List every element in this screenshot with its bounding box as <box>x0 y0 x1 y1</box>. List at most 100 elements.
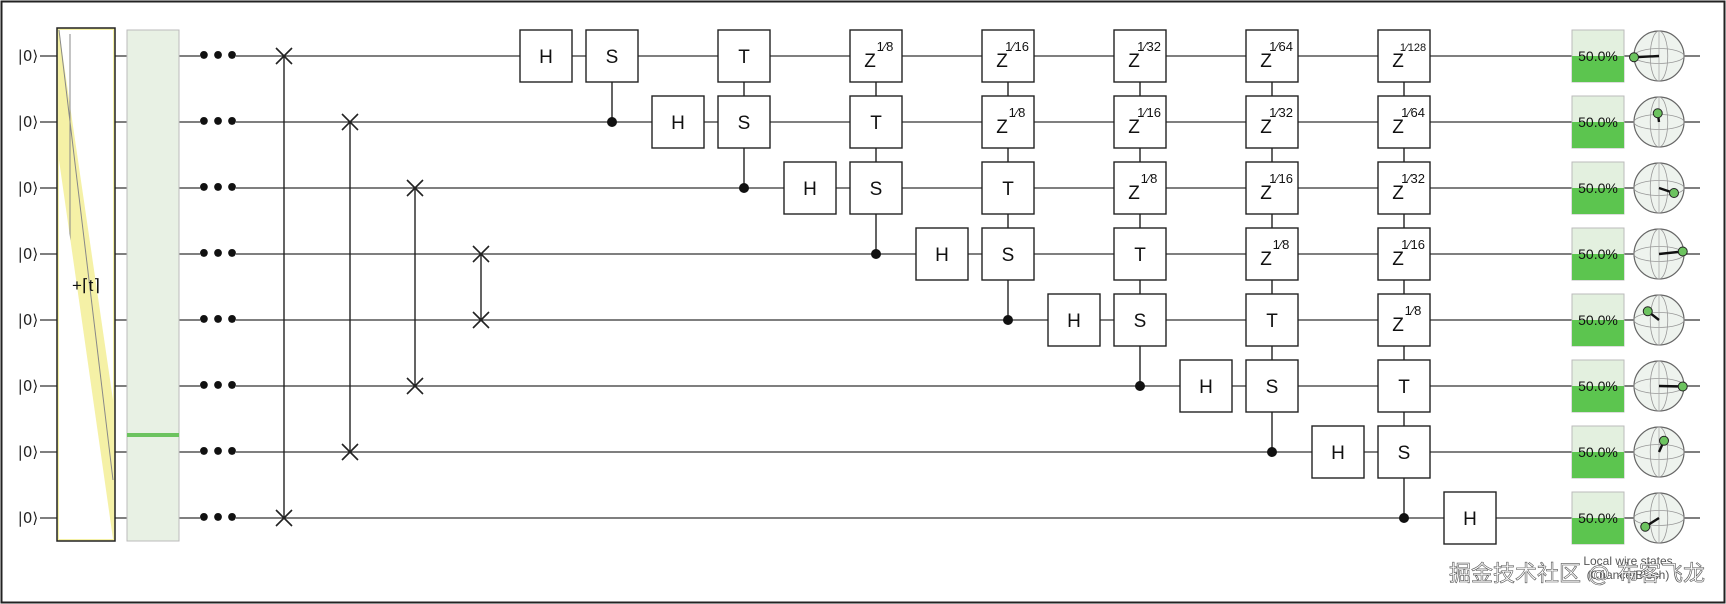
gate-s[interactable]: S <box>717 95 771 149</box>
bloch-sphere[interactable] <box>1633 162 1685 214</box>
gate-t[interactable]: T <box>1113 227 1167 281</box>
gate-box[interactable] <box>1377 227 1431 281</box>
swap-x-icon[interactable] <box>275 47 293 65</box>
gate-z[interactable]: Z1⁄32 <box>1377 161 1431 215</box>
swap-x-icon[interactable] <box>341 113 359 131</box>
swap-x-icon[interactable] <box>275 509 293 527</box>
gate-box[interactable] <box>1377 425 1431 479</box>
gate-box[interactable] <box>651 95 705 149</box>
gate-box[interactable] <box>1113 161 1167 215</box>
gate-s[interactable]: S <box>585 29 639 83</box>
gate-box[interactable] <box>717 95 771 149</box>
gate-h[interactable]: H <box>651 95 705 149</box>
qubit-initial-state[interactable]: |0⟩ <box>18 509 38 527</box>
gate-box[interactable] <box>1245 293 1299 347</box>
gate-box[interactable] <box>1377 95 1431 149</box>
gate-z[interactable]: Z1⁄8 <box>981 95 1035 149</box>
bloch-sphere[interactable] <box>1629 30 1685 82</box>
gate-box[interactable] <box>1443 491 1497 545</box>
swap-gate[interactable] <box>472 245 490 329</box>
probability-display[interactable]: 50.0% <box>1571 425 1625 479</box>
probability-display[interactable]: 50.0% <box>1571 29 1625 83</box>
probability-display[interactable]: 50.0% <box>1571 161 1625 215</box>
bloch-sphere[interactable] <box>1633 96 1685 148</box>
gate-box[interactable] <box>981 227 1035 281</box>
gate-box[interactable] <box>783 161 837 215</box>
control-dot[interactable] <box>1399 513 1409 523</box>
control-dot[interactable] <box>607 117 617 127</box>
gate-box[interactable] <box>1113 293 1167 347</box>
swap-x-icon[interactable] <box>472 245 490 263</box>
gate-s[interactable]: S <box>1377 425 1431 479</box>
input-gate[interactable]: +⌈t⌉ <box>56 27 116 542</box>
qubit-initial-state[interactable]: |0⟩ <box>18 47 38 65</box>
gate-z[interactable]: Z1⁄8 <box>1377 293 1431 347</box>
gate-z[interactable]: Z1⁄16 <box>1113 95 1167 149</box>
gate-box[interactable] <box>915 227 969 281</box>
gate-box[interactable] <box>519 29 573 83</box>
gate-box[interactable] <box>1377 293 1431 347</box>
gate-box[interactable] <box>1245 359 1299 413</box>
gate-t[interactable]: T <box>717 29 771 83</box>
amplitude-display[interactable] <box>126 29 180 542</box>
gate-s[interactable]: S <box>981 227 1035 281</box>
bloch-sphere[interactable] <box>1633 294 1685 346</box>
probability-display[interactable]: 50.0% <box>1571 95 1625 149</box>
gate-box[interactable] <box>1245 29 1299 83</box>
gate-box[interactable] <box>1245 227 1299 281</box>
qubit-initial-state[interactable]: |0⟩ <box>18 443 38 461</box>
gate-z[interactable]: Z1⁄8 <box>1113 161 1167 215</box>
gate-t[interactable]: T <box>1377 359 1431 413</box>
qubit-initial-state[interactable]: |0⟩ <box>18 113 38 131</box>
gate-box[interactable] <box>849 95 903 149</box>
qubit-initial-state[interactable]: |0⟩ <box>18 311 38 329</box>
gate-h[interactable]: H <box>915 227 969 281</box>
gate-s[interactable]: S <box>1113 293 1167 347</box>
gate-h[interactable]: H <box>519 29 573 83</box>
control-dot[interactable] <box>1003 315 1013 325</box>
gate-box[interactable] <box>1113 95 1167 149</box>
bloch-sphere[interactable] <box>1633 228 1688 280</box>
gate-box[interactable] <box>1245 95 1299 149</box>
gate-z[interactable]: Z1⁄32 <box>1113 29 1167 83</box>
gate-t[interactable]: T <box>849 95 903 149</box>
gate-box[interactable] <box>1377 161 1431 215</box>
gate-z[interactable]: Z1⁄8 <box>1245 227 1299 281</box>
gate-z[interactable]: Z1⁄128 <box>1377 29 1431 83</box>
probability-display[interactable]: 50.0% <box>1571 227 1625 281</box>
control-dot[interactable] <box>739 183 749 193</box>
bloch-sphere[interactable] <box>1633 426 1685 478</box>
qubit-initial-state[interactable]: |0⟩ <box>18 377 38 395</box>
gate-z[interactable]: Z1⁄16 <box>981 29 1035 83</box>
gate-z[interactable]: Z1⁄32 <box>1245 95 1299 149</box>
gate-z[interactable]: Z1⁄64 <box>1377 95 1431 149</box>
gate-s[interactable]: S <box>1245 359 1299 413</box>
gate-box[interactable] <box>1377 29 1431 83</box>
gate-box[interactable] <box>849 29 903 83</box>
gate-box[interactable] <box>585 29 639 83</box>
gate-box[interactable] <box>1377 359 1431 413</box>
gate-z[interactable]: Z1⁄16 <box>1245 161 1299 215</box>
gate-box[interactable] <box>981 161 1035 215</box>
gate-h[interactable]: H <box>1443 491 1497 545</box>
gate-box[interactable] <box>981 29 1035 83</box>
swap-gate[interactable] <box>406 179 424 395</box>
gate-box[interactable] <box>1047 293 1101 347</box>
swap-x-icon[interactable] <box>341 443 359 461</box>
gate-z[interactable]: Z1⁄16 <box>1377 227 1431 281</box>
control-dot[interactable] <box>1267 447 1277 457</box>
control-dot[interactable] <box>1135 381 1145 391</box>
swap-gate[interactable] <box>341 113 359 461</box>
swap-gate[interactable] <box>275 47 293 527</box>
gate-t[interactable]: T <box>981 161 1035 215</box>
qubit-initial-state[interactable]: |0⟩ <box>18 179 38 197</box>
gate-z[interactable]: Z1⁄8 <box>849 29 903 83</box>
gate-box[interactable] <box>981 95 1035 149</box>
probability-display[interactable]: 50.0% <box>1571 491 1625 545</box>
bloch-sphere[interactable] <box>1633 492 1685 544</box>
probability-display[interactable]: 50.0% <box>1571 293 1625 347</box>
gate-box[interactable] <box>1245 161 1299 215</box>
amplitude-display-box[interactable] <box>126 29 180 542</box>
gate-s[interactable]: S <box>849 161 903 215</box>
gate-h[interactable]: H <box>1179 359 1233 413</box>
